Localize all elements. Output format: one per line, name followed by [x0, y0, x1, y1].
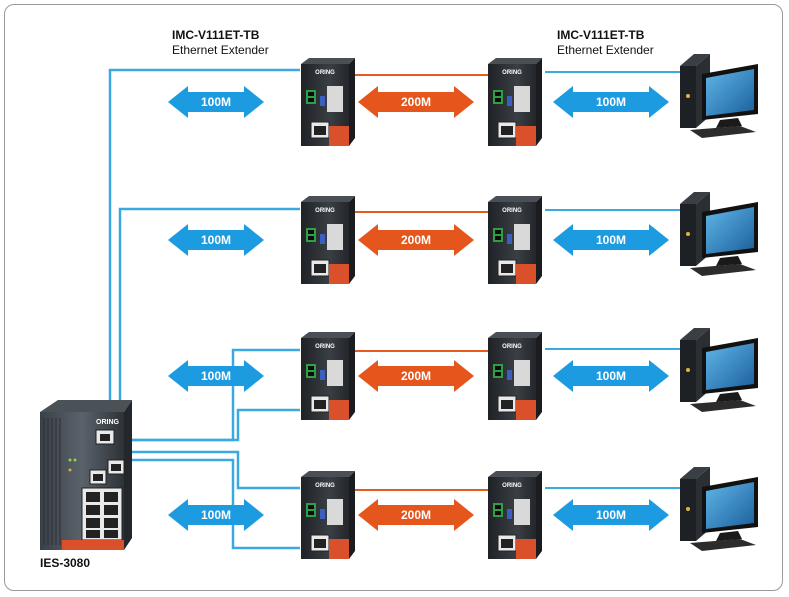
- mid-speed-arrow-row-1-label: 200M: [401, 95, 431, 109]
- left-speed-arrow-row-1-label: 100M: [201, 95, 231, 109]
- pc-row-1: [680, 54, 758, 138]
- extender-right-row-2: ORING: [488, 196, 542, 284]
- mid-speed-arrow-row-3: 200M: [358, 360, 474, 392]
- mid-speed-arrow-row-2: 200M: [358, 224, 474, 256]
- header-right-model: IMC-V111ET-TB: [557, 28, 645, 42]
- extender-left-row-1: ORING: [301, 58, 355, 146]
- switch-label: IES-3080: [40, 556, 91, 570]
- extender-right-row-3: ORING: [488, 332, 542, 420]
- cable-layer: [108, 68, 690, 550]
- left-speed-arrow-row-3-label: 100M: [201, 369, 231, 383]
- pc-row-4: [680, 467, 758, 551]
- switch-port-block: [81, 487, 123, 541]
- extender-left-row-3-brand: ORING: [315, 344, 335, 350]
- arrow-layer: 100M 200M 100M 100M 200M 100M 100M 200M 100M 100M…: [168, 86, 669, 531]
- right-speed-arrow-row-3: 100M: [553, 360, 669, 392]
- pc-row-2: [680, 192, 758, 276]
- extender-left-row-2-brand: ORING: [315, 208, 335, 214]
- right-speed-arrow-row-2: 100M: [553, 224, 669, 256]
- left-speed-arrow-row-3: 100M: [168, 360, 264, 392]
- extender-left-row-3: ORING: [301, 332, 355, 420]
- header-right: IMC-V111ET-TB Ethernet Extender: [557, 28, 654, 58]
- ethernet-cable-row-4-lower: [128, 458, 300, 550]
- left-speed-arrow-row-1: 100M: [168, 86, 264, 118]
- left-speed-arrow-row-4-label: 100M: [201, 508, 231, 522]
- extender-left-row-4: ORING: [301, 471, 355, 559]
- extender-right-row-4: ORING: [488, 471, 542, 559]
- extender-left-row-2: ORING: [301, 196, 355, 284]
- ethernet-cable-row-3-upper: [128, 348, 300, 442]
- right-speed-arrow-row-1-label: 100M: [596, 95, 626, 109]
- mid-speed-arrow-row-3-label: 200M: [401, 369, 431, 383]
- left-speed-arrow-row-2: 100M: [168, 224, 264, 256]
- right-speed-arrow-row-4-label: 100M: [596, 508, 626, 522]
- right-speed-arrow-row-4: 100M: [553, 499, 669, 531]
- pc-row-3: [680, 328, 758, 412]
- extender-right-row-2-brand: ORING: [502, 208, 522, 214]
- header-right-desc: Ethernet Extender: [557, 43, 654, 57]
- ethernet-cable-row-1: [108, 68, 300, 413]
- mid-speed-arrow-row-4: 200M: [358, 499, 474, 531]
- left-speed-arrow-row-4: 100M: [168, 499, 264, 531]
- mid-speed-arrow-row-1: 200M: [358, 86, 474, 118]
- header-left-model: IMC-V111ET-TB: [172, 28, 260, 42]
- ethernet-cable-row-4-upper: [128, 450, 300, 490]
- extender-right-row-4-brand: ORING: [502, 483, 522, 489]
- left-speed-arrow-row-2-label: 100M: [201, 233, 231, 247]
- right-speed-arrow-row-2-label: 100M: [596, 233, 626, 247]
- extender-layer: ORING ORING ORING ORING ORING ORING ORING ORING: [301, 58, 542, 559]
- mid-speed-arrow-row-4-label: 200M: [401, 508, 431, 522]
- mid-speed-arrow-row-2-label: 200M: [401, 233, 431, 247]
- right-speed-arrow-row-1: 100M: [553, 86, 669, 118]
- ethernet-cable-row-3-lower: [128, 408, 300, 442]
- extender-right-row-1-brand: ORING: [502, 70, 522, 76]
- ethernet-cable-row-2: [118, 207, 300, 413]
- extender-left-row-1-brand: ORING: [315, 70, 335, 76]
- right-speed-arrow-row-3-label: 100M: [596, 369, 626, 383]
- switch-brand-text: ORING: [96, 419, 120, 426]
- extender-right-row-1: ORING: [488, 58, 542, 146]
- header-left-desc: Ethernet Extender: [172, 43, 269, 57]
- header-left: IMC-V111ET-TB Ethernet Extender: [172, 28, 269, 58]
- ies-3080-switch: ORING: [40, 400, 132, 550]
- pc-layer: [680, 54, 758, 551]
- extender-right-row-3-brand: ORING: [502, 344, 522, 350]
- extender-left-row-4-brand: ORING: [315, 483, 335, 489]
